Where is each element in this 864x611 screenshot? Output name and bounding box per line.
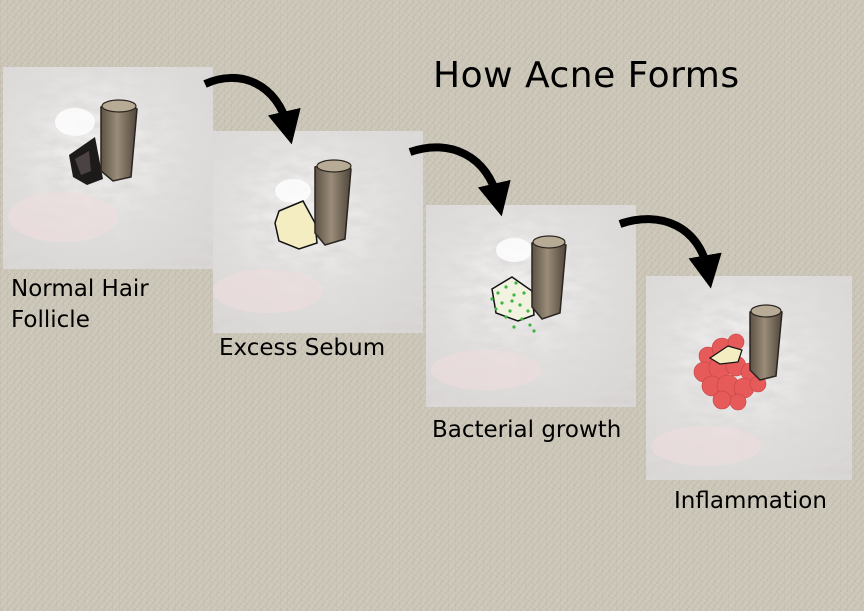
arrow-sebum-to-bacterial [408,143,511,217]
arrow-normal-to-sebum [203,73,301,145]
stage-label-normal-follicle: Normal Hair Follicle [11,276,149,334]
stage-excess-sebum-panel [213,131,423,333]
normal-follicle-illustration [3,67,213,269]
stage-label-bacterial-growth: Bacterial growth [432,417,622,443]
inflammation-illustration [646,276,852,480]
stage-normal-follicle-panel [3,67,213,269]
excess-sebum-illustration [213,131,423,333]
stage-bacterial-growth-panel [426,205,636,407]
stage-label-inflammation: Inflammation [674,488,827,514]
stage-inflammation-panel [646,276,852,480]
bacterial-growth-illustration [426,205,636,407]
stage-label-excess-sebum: Excess Sebum [219,335,386,361]
diagram-title: How Acne Forms [433,55,740,96]
